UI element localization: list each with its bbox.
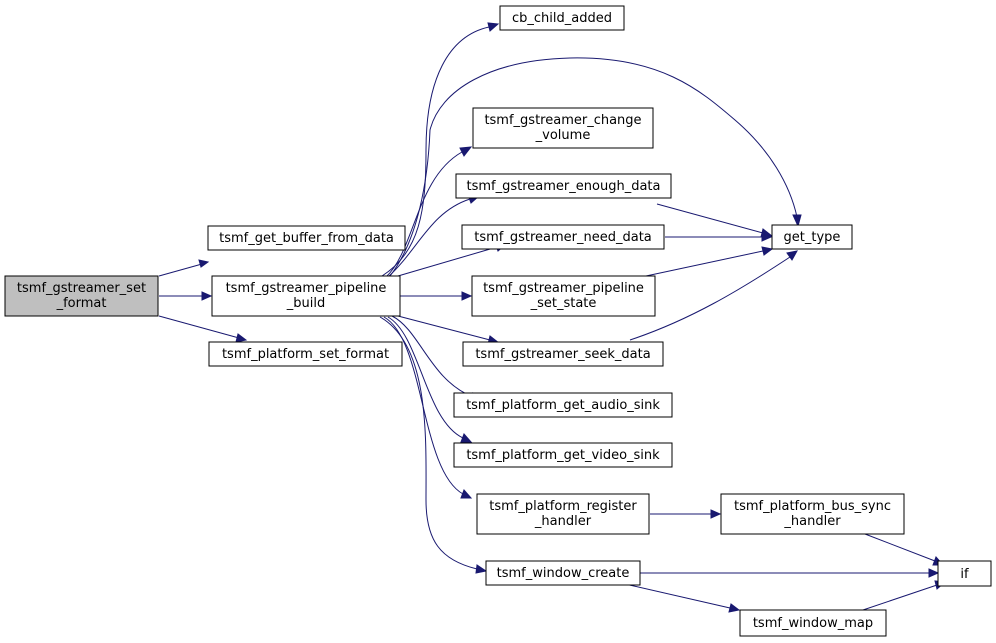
node-label-line: _build [286, 296, 325, 311]
node-label-line: tsmf_gstreamer_pipeline [483, 281, 644, 296]
edge-build-seek-data [397, 315, 491, 341]
edge-build-change-volume [385, 151, 463, 278]
arrowhead [786, 250, 798, 261]
node-label-line: tsmf_window_create [497, 566, 630, 581]
edges-layer [158, 22, 947, 613]
edge-build-window-create [379, 316, 478, 570]
node-label-line: tsmf_gstreamer_pipeline [226, 281, 387, 296]
node-seek-data[interactable]: tsmf_gstreamer_seek_data [462, 341, 664, 367]
arrowhead [235, 333, 248, 343]
edge-build-audio-sink [391, 315, 474, 398]
node-get-video-sink[interactable]: tsmf_platform_get_video_sink [453, 442, 673, 468]
arrowhead [461, 291, 473, 301]
node-label-line: tsmf_gstreamer_set [17, 281, 146, 296]
arrowhead [728, 603, 741, 613]
arrowhead [487, 22, 500, 32]
node-enough-data[interactable]: tsmf_gstreamer_enough_data [455, 173, 672, 199]
node-get-buffer-from-data[interactable]: tsmf_get_buffer_from_data [207, 225, 406, 251]
edge-build-get-type [389, 57, 798, 277]
node-label-line: if [960, 567, 969, 582]
arrowhead [459, 146, 473, 157]
arrowhead [460, 433, 473, 443]
node-cb-child-added[interactable]: cb_child_added [499, 5, 625, 31]
node-label-line: _format [56, 296, 107, 311]
arrowhead [475, 564, 488, 574]
arrowhead [710, 509, 722, 519]
node-label-line: tsmf_platform_get_audio_sink [466, 398, 660, 413]
node-label-line: tsmf_window_map [753, 616, 873, 631]
arrowhead [928, 568, 940, 578]
edge-enough-get-type [656, 203, 764, 234]
node-label-line: tsmf_platform_set_format [222, 347, 389, 362]
node-get-type[interactable]: get_type [771, 224, 853, 250]
node-label-line: tsmf_gstreamer_change [484, 113, 641, 128]
node-get-audio-sink[interactable]: tsmf_platform_get_audio_sink [453, 392, 673, 418]
node-label-line: tsmf_gstreamer_seek_data [475, 347, 650, 362]
node-pipeline-build[interactable]: tsmf_gstreamer_pipeline _build [211, 275, 401, 317]
arrowhead [201, 291, 213, 301]
node-window-create[interactable]: tsmf_window_create [485, 560, 641, 586]
node-label-line: cb_child_added [512, 11, 612, 26]
arrowhead [761, 246, 774, 256]
arrowhead [198, 259, 210, 268]
arrowhead [460, 489, 473, 499]
edge-build-enough-data [387, 198, 471, 278]
edge-set-state-get-type [645, 250, 764, 277]
node-label-line: tsmf_platform_register [489, 499, 637, 514]
node-root[interactable]: tsmf_gstreamer_set _format [4, 275, 159, 317]
edge-root-get-buffer [158, 263, 203, 277]
edge-root-platform-set-format [158, 315, 240, 339]
node-label-line: get_type [784, 230, 841, 245]
node-label-line: tsmf_platform_get_video_sink [466, 448, 660, 463]
edge-window-create-map [624, 583, 731, 609]
node-label-line: tsmf_platform_bus_sync [734, 499, 891, 514]
arrowhead [792, 214, 802, 228]
nodes-layer: tsmf_gstreamer_set _format tsmf_get_buff… [4, 5, 992, 637]
node-platform-set-format[interactable]: tsmf_platform_set_format [208, 341, 403, 367]
node-if[interactable]: if [937, 560, 992, 587]
edge-build-cb-child-added [381, 26, 490, 277]
node-pipeline-set-state[interactable]: tsmf_gstreamer_pipeline _set_state [471, 275, 656, 317]
node-label-line: tsmf_gstreamer_need_data [474, 230, 652, 245]
node-change-volume[interactable]: tsmf_gstreamer_change _volume [472, 107, 654, 149]
node-label-line: _set_state [530, 296, 597, 311]
arrowhead [761, 232, 773, 242]
edge-build-need-data [397, 246, 498, 277]
node-label-line: _handler [534, 514, 592, 529]
node-register-handler[interactable]: tsmf_platform_register _handler [476, 493, 650, 535]
node-label-line: tsmf_gstreamer_enough_data [467, 179, 661, 194]
edge-window-map-if [859, 584, 938, 612]
node-need-data[interactable]: tsmf_gstreamer_need_data [461, 224, 665, 250]
edge-bus-sync-if [864, 533, 936, 562]
edge-build-video-sink [387, 316, 464, 439]
node-label-line: _volume [535, 128, 591, 143]
node-window-map[interactable]: tsmf_window_map [739, 609, 887, 637]
edge-seek-get-type [629, 256, 791, 341]
node-bus-sync-handler[interactable]: tsmf_platform_bus_sync _handler [720, 493, 905, 535]
node-label-line: _handler [783, 514, 841, 529]
node-label-line: tsmf_get_buffer_from_data [219, 231, 394, 246]
